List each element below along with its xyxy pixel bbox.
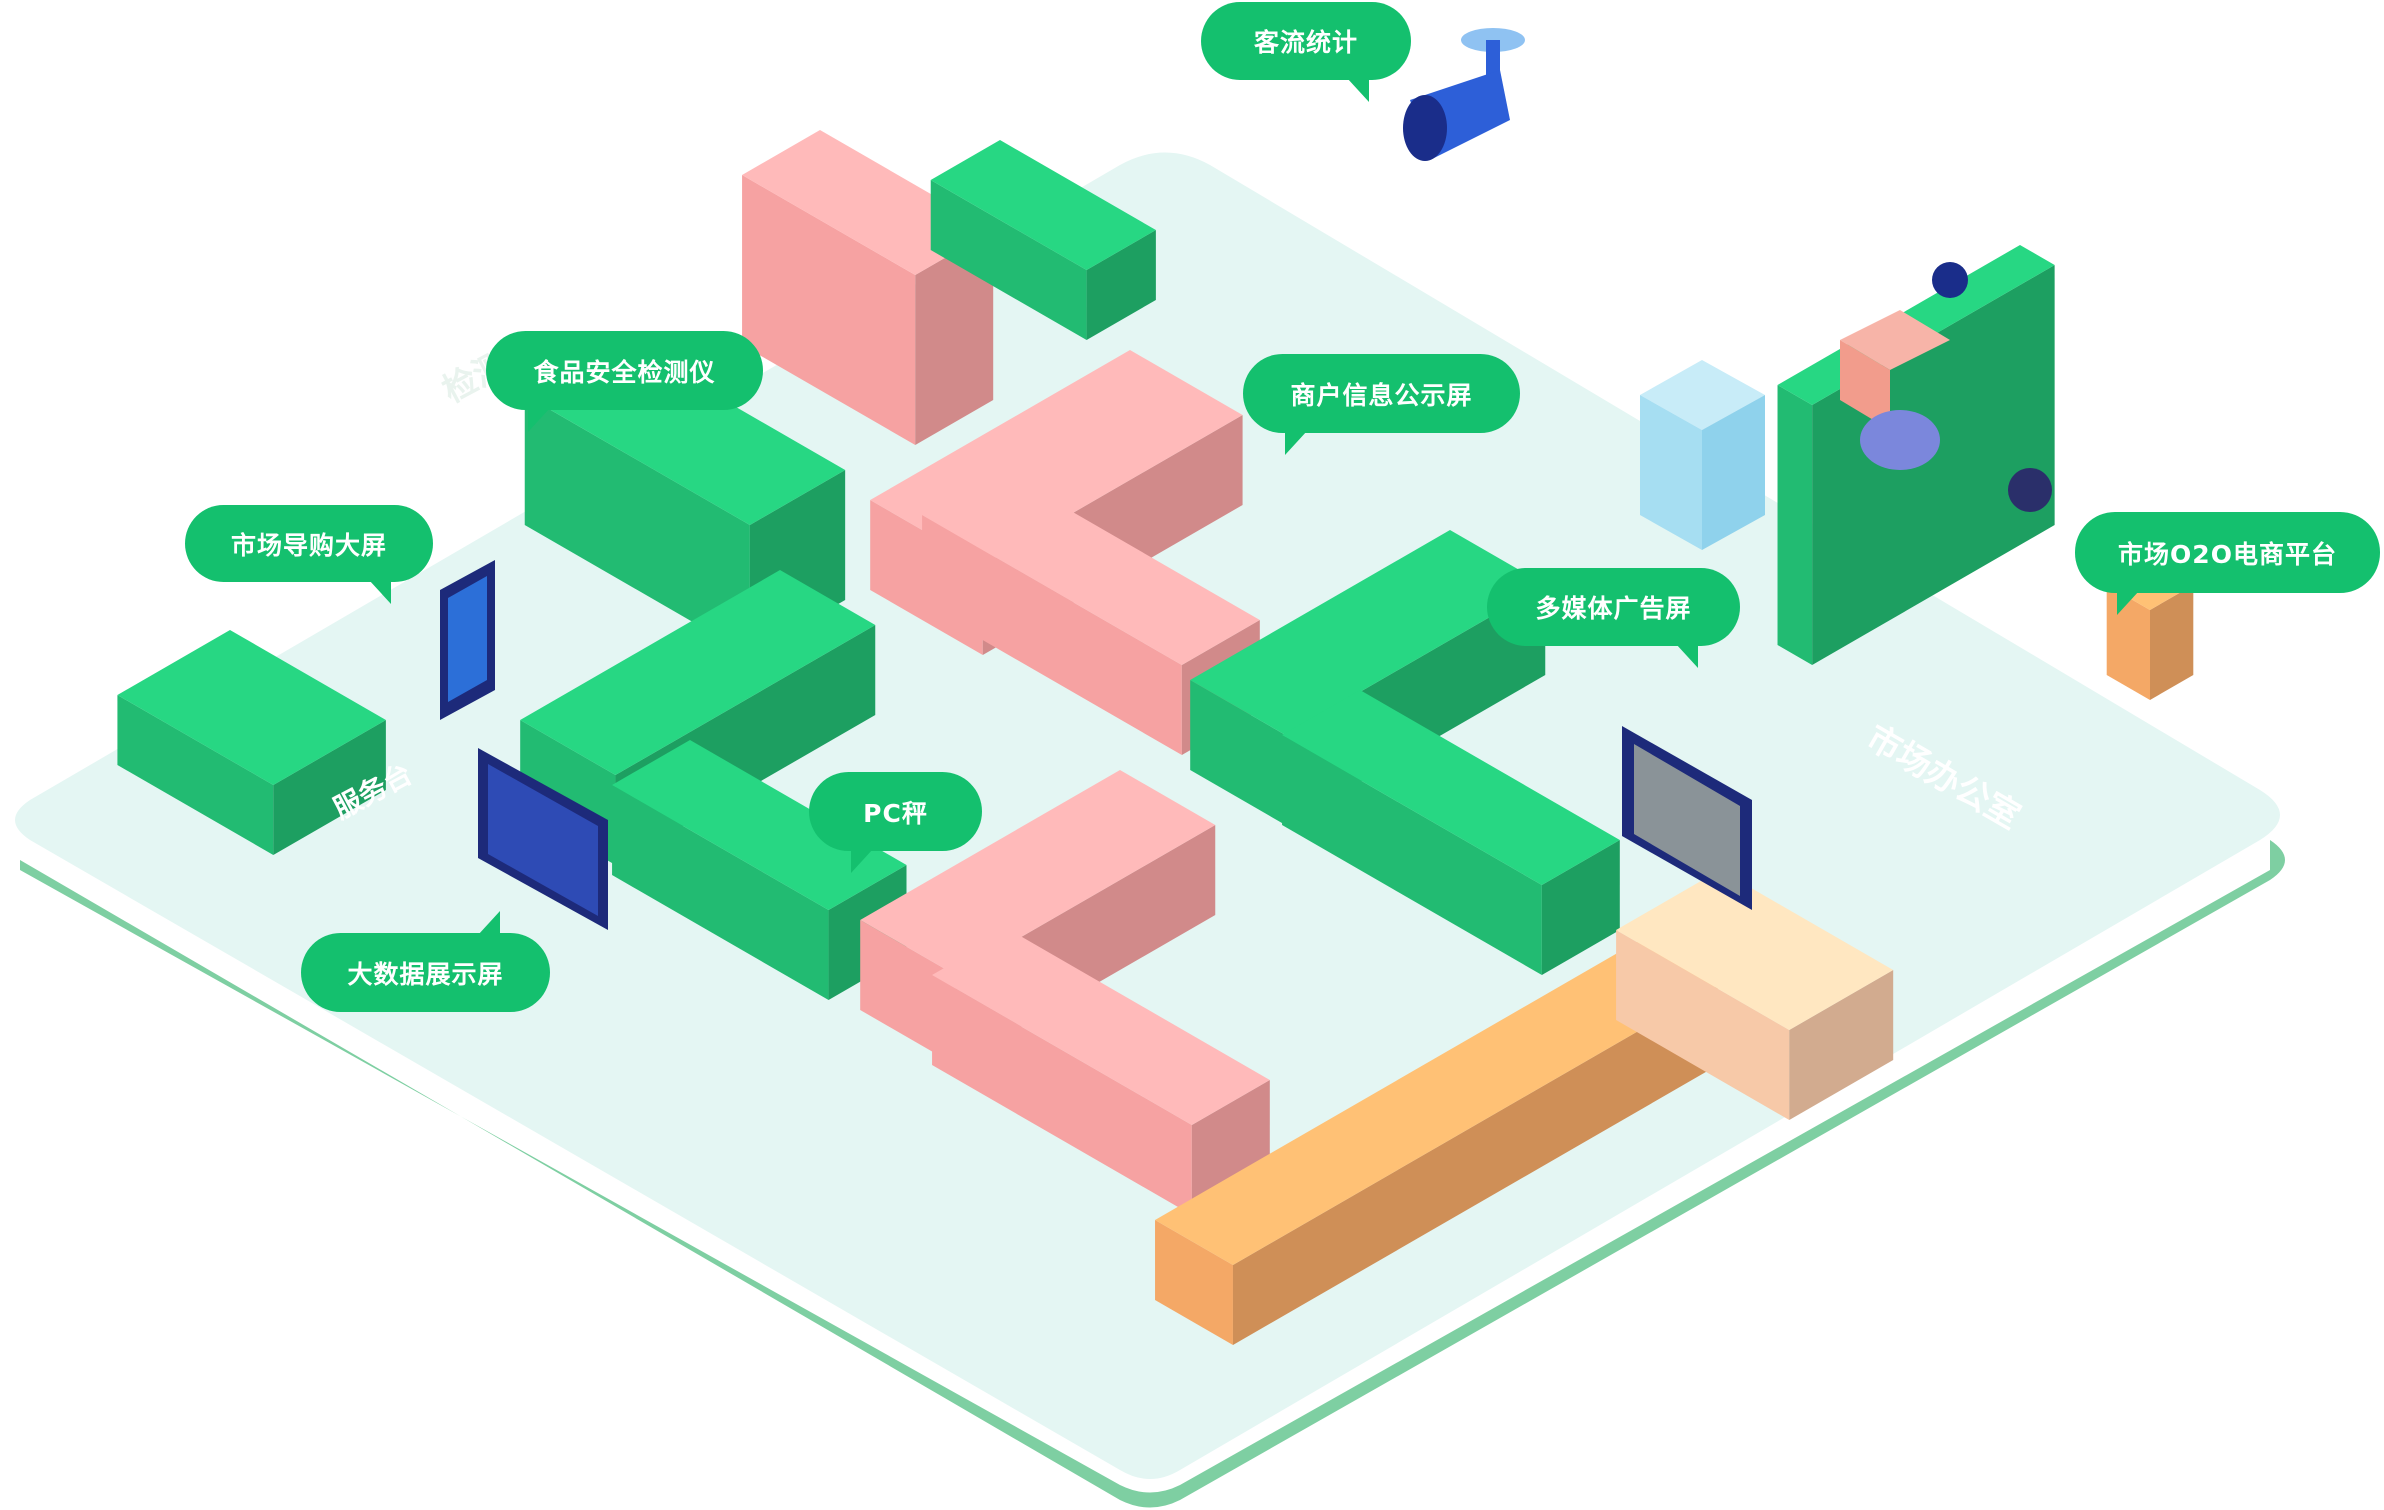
bubble-tail bbox=[1676, 644, 1698, 668]
label-o2o-platform[interactable]: 市场O2O电商平台 bbox=[2075, 512, 2380, 615]
label-shopping-guide[interactable]: 市场导购大屏 bbox=[185, 505, 433, 604]
bubble-tail bbox=[1347, 78, 1369, 102]
top-face bbox=[860, 770, 1216, 975]
label-text: 大数据展示屏 bbox=[347, 959, 504, 989]
label-text: 食品安全检测仪 bbox=[533, 357, 716, 387]
top-face bbox=[612, 740, 907, 910]
left-face bbox=[1616, 930, 1790, 1120]
top-face bbox=[932, 930, 1270, 1125]
right-face bbox=[915, 230, 994, 445]
right-stall-front bbox=[1282, 690, 1620, 975]
top-face bbox=[1155, 940, 1718, 1265]
big-data-screen bbox=[478, 748, 608, 930]
label-food-safety[interactable]: 食品安全检测仪 bbox=[486, 331, 763, 432]
ice-cubes bbox=[1640, 360, 1765, 550]
delivery-scooter bbox=[1840, 262, 2052, 512]
top-face bbox=[742, 130, 994, 275]
left-face bbox=[117, 695, 274, 855]
top-face bbox=[1190, 530, 1546, 735]
right-face bbox=[2150, 585, 2194, 700]
left-face bbox=[612, 785, 829, 1000]
top-face bbox=[1616, 870, 1894, 1030]
label-text: 客流统计 bbox=[1253, 28, 1358, 57]
top-face bbox=[930, 140, 1156, 270]
label-text: PC秤 bbox=[863, 798, 928, 828]
label-multimedia-ad[interactable]: 多媒体广告屏 bbox=[1487, 568, 1740, 668]
left-face bbox=[742, 175, 916, 445]
left-face bbox=[1155, 1220, 1233, 1345]
label-big-data[interactable]: 大数据展示屏 bbox=[301, 911, 550, 1012]
meat-counter bbox=[1155, 940, 1718, 1345]
label-pc-scale[interactable]: PC秤 bbox=[809, 772, 982, 873]
label-text: 市场O2O电商平台 bbox=[2118, 539, 2337, 569]
inspection-shelf bbox=[742, 130, 994, 445]
right-face bbox=[1232, 985, 1718, 1345]
bubble-tail bbox=[528, 408, 550, 432]
top-face bbox=[520, 570, 876, 775]
left-face bbox=[524, 395, 750, 655]
stalls-and-furniture bbox=[117, 130, 2194, 1345]
top-face bbox=[1282, 690, 1620, 885]
top-face bbox=[117, 630, 386, 785]
label-text: 商户信息公示屏 bbox=[1290, 380, 1473, 410]
right-face bbox=[1191, 1080, 1270, 1215]
right-face bbox=[1541, 840, 1620, 975]
guide-screen bbox=[440, 560, 495, 720]
top-face bbox=[922, 470, 1260, 665]
butcher-counter bbox=[1616, 870, 1894, 1120]
bubble-tail bbox=[1285, 431, 1307, 455]
right-face bbox=[1812, 265, 2055, 665]
right-face bbox=[1789, 970, 1894, 1120]
bubble-tail bbox=[369, 580, 391, 604]
right-face bbox=[1086, 230, 1156, 340]
left-face bbox=[1190, 680, 1286, 825]
produce-table-top bbox=[930, 140, 1156, 340]
ad-screen bbox=[1622, 726, 1752, 910]
label-passenger-flow[interactable]: 客流统计 bbox=[1201, 2, 1411, 102]
label-merchant-info[interactable]: 商户信息公示屏 bbox=[1243, 354, 1520, 455]
left-face bbox=[1777, 385, 1813, 665]
bubble-tail bbox=[2117, 591, 2139, 615]
bubble-tail bbox=[851, 849, 873, 873]
label-text: 多媒体广告屏 bbox=[1535, 594, 1692, 623]
left-face bbox=[860, 920, 956, 1065]
label-text: 市场导购大屏 bbox=[230, 530, 387, 560]
lower-stall-front bbox=[932, 930, 1270, 1215]
service-desk bbox=[117, 630, 386, 855]
left-face bbox=[922, 515, 1182, 755]
bubble-tail bbox=[478, 911, 500, 935]
left-face bbox=[932, 975, 1192, 1215]
left-face bbox=[930, 180, 1087, 340]
camera-icon bbox=[1403, 28, 1525, 161]
left-face bbox=[1282, 735, 1542, 975]
right-face bbox=[273, 720, 386, 855]
